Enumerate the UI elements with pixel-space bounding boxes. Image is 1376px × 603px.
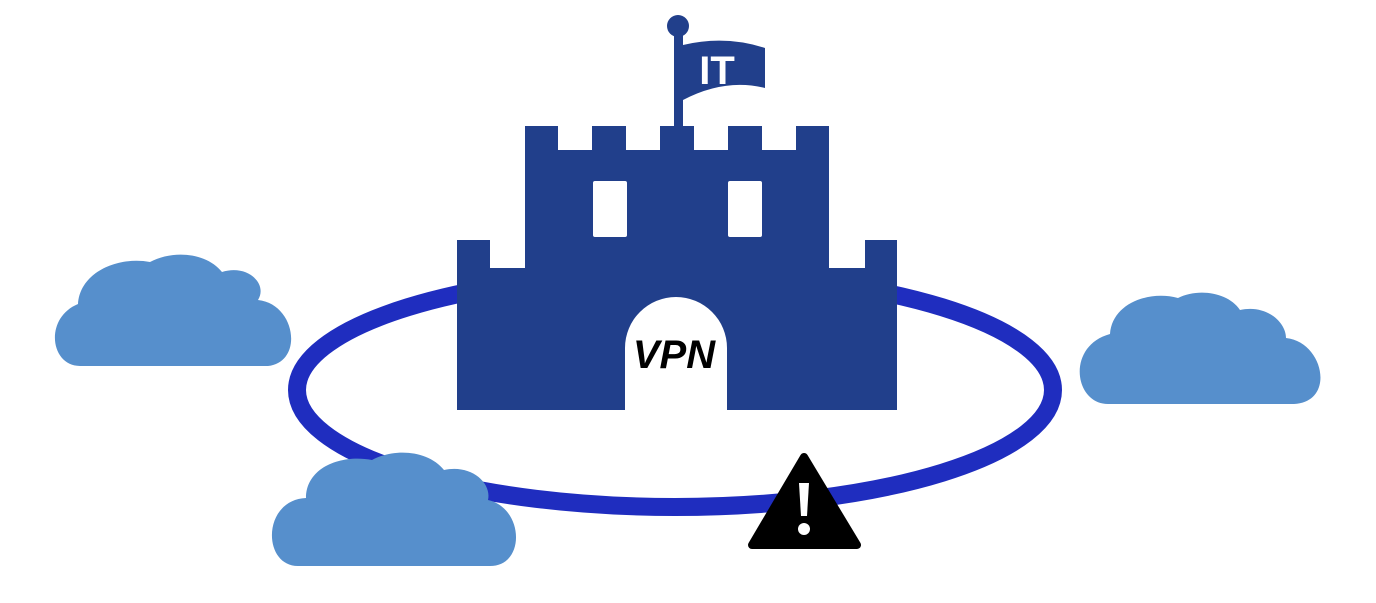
flag-pole-knob xyxy=(667,15,689,37)
castle-body xyxy=(457,126,897,410)
warning-triangle-icon xyxy=(748,453,861,549)
castle-window-right xyxy=(728,181,762,237)
cloud-icon xyxy=(271,452,517,566)
cloud-icon xyxy=(1079,292,1321,404)
cloud-icon xyxy=(54,254,292,366)
flag-label: IT xyxy=(699,49,735,93)
warning-exclamation-dot xyxy=(798,523,810,535)
castle-icon xyxy=(457,126,897,410)
warning-exclamation-bar xyxy=(799,483,809,516)
gate-label: VPN xyxy=(633,333,716,377)
flag-icon: IT xyxy=(667,15,765,128)
castle-window-left xyxy=(593,181,627,237)
flag-banner xyxy=(683,40,765,100)
flag-pole xyxy=(674,26,683,128)
